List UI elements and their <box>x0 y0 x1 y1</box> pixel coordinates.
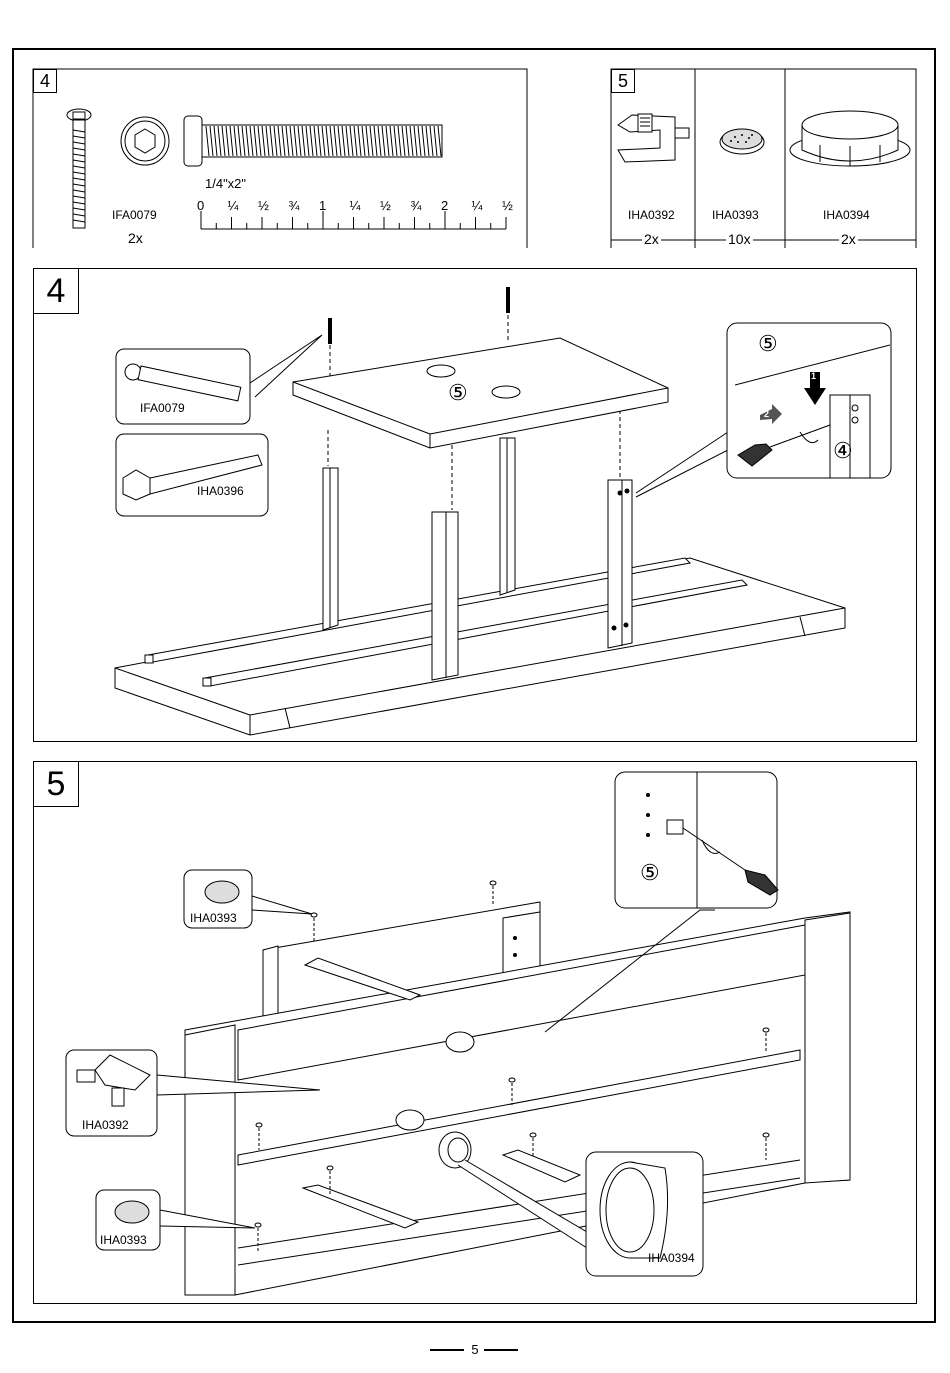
page-number: 5 <box>0 1342 950 1357</box>
callout-glide-bottom-label: IHA0393 <box>100 1233 147 1247</box>
callout-glide-top-label: IHA0393 <box>190 911 237 925</box>
callout-bracket-label: IHA0392 <box>82 1118 129 1132</box>
callout-cap-label: IHA0394 <box>648 1251 695 1265</box>
cabinet-frame <box>185 902 850 1295</box>
step5-illustration <box>0 0 950 1330</box>
detail-step5-circle-label: ⑤ <box>640 860 660 886</box>
